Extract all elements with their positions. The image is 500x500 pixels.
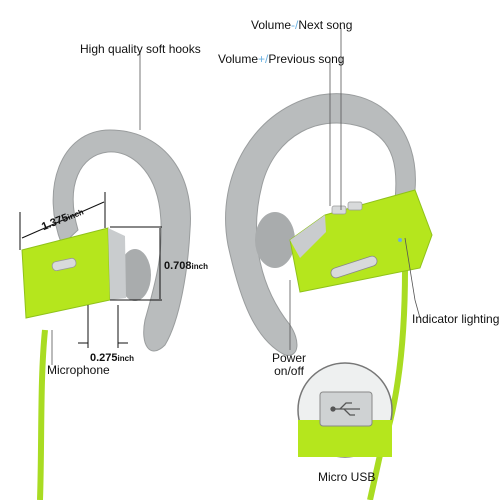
dimension-height-unit: inch	[191, 262, 208, 271]
dimension-lines	[19, 192, 162, 348]
dimension-height: 0.708inch	[164, 260, 208, 272]
label-high-quality-hooks: High quality soft hooks	[80, 42, 201, 56]
label-volume-plus-sign: +	[258, 52, 266, 66]
label-volume-minus-sign: -	[291, 18, 296, 32]
label-volume-plus-slash: /	[265, 52, 269, 66]
label-indicator-lighting: Indicator lighting	[412, 312, 500, 326]
label-volume-minus-suffix: Next song	[298, 18, 353, 32]
label-volume-minus-prefix: Volume	[251, 18, 292, 32]
dimension-depth-value: 0.275	[90, 352, 118, 364]
callout-lines	[51, 28, 421, 440]
volume-plus-button[interactable]	[347, 201, 363, 211]
label-power: Power on/off	[272, 352, 306, 378]
label-power-line1: Power	[272, 351, 307, 365]
left-earphone-body	[21, 227, 111, 319]
label-power-line2: on/off	[274, 364, 304, 378]
label-volume-minus: Volume-/Next song	[251, 18, 352, 32]
power-button[interactable]	[330, 255, 379, 279]
left-cable	[37, 329, 48, 500]
label-micro-usb: Micro USB	[318, 470, 376, 484]
left-earphone	[21, 129, 191, 500]
label-volume-minus-slash: /	[295, 18, 299, 32]
micro-usb-zoom	[297, 362, 393, 458]
label-volume-plus-suffix: Previous song	[268, 52, 345, 66]
dimension-depth: 0.275inch	[90, 352, 134, 364]
indicator-light	[398, 238, 402, 242]
left-ear-hook	[52, 129, 191, 352]
left-microphone-port	[72, 318, 82, 322]
dimension-depth-unit: inch	[117, 354, 134, 363]
label-microphone: Microphone	[47, 363, 110, 377]
label-volume-plus-prefix: Volume	[218, 52, 259, 66]
right-earphone	[225, 93, 433, 500]
dimension-height-value: 0.708	[164, 260, 192, 272]
label-volume-plus: Volume+/Previous song	[218, 52, 344, 66]
right-ear-hook	[225, 93, 416, 356]
usb-icon	[330, 402, 360, 416]
volume-minus-button[interactable]	[331, 205, 347, 215]
left-ear-tip	[119, 249, 151, 301]
left-volume-button[interactable]	[51, 257, 77, 272]
right-ear-tip	[255, 212, 295, 268]
